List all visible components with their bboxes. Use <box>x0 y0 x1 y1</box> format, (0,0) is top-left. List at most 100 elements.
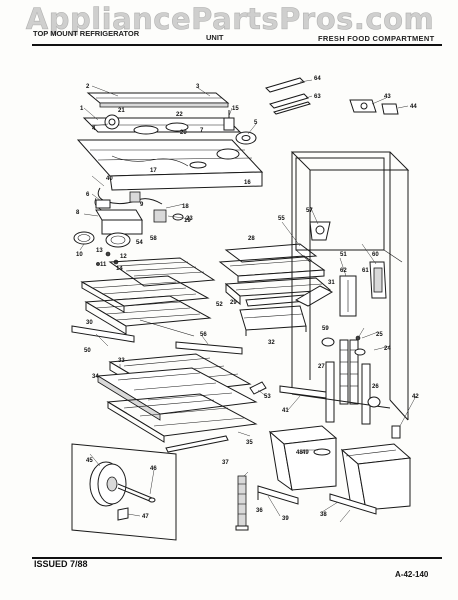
footer-rule <box>32 557 442 559</box>
callout-26: 26 <box>372 384 379 390</box>
caster-axle <box>117 483 156 503</box>
callout-58: 58 <box>150 236 157 242</box>
callout-45: 45 <box>86 458 93 464</box>
crisper-slide-rails <box>257 485 377 515</box>
callout-55: 55 <box>278 216 285 222</box>
leader-lines <box>79 79 417 523</box>
crisper-rail <box>165 435 229 453</box>
wire-shelf-lower <box>84 295 212 337</box>
callout-50: 50 <box>84 348 91 354</box>
callout-17: 17 <box>150 168 157 174</box>
callout-16: 16 <box>244 180 251 186</box>
top-trim-bar <box>86 92 230 108</box>
crisper-drawer-left <box>268 425 338 492</box>
callout-13: 13 <box>96 248 103 254</box>
hinge-bracket-set <box>349 99 399 115</box>
callout-10: 10 <box>76 252 83 258</box>
shelf-support-ladders <box>325 339 371 425</box>
drain-parts <box>321 335 401 439</box>
crisper-drawer-right <box>340 443 412 512</box>
callout-5: 5 <box>254 120 258 126</box>
top-cover-panel <box>82 117 242 133</box>
callout-48: 48 <box>296 450 303 456</box>
header-model-title: TOP MOUNT REFRIGERATOR <box>33 29 140 38</box>
watermark: AppliancePartsPros.com <box>25 2 435 37</box>
callout-15: 15 <box>232 106 239 112</box>
callout-4: 4 <box>92 126 96 132</box>
control-housing <box>76 122 264 191</box>
callout-62: 62 <box>340 268 347 274</box>
callout-53: 53 <box>264 394 271 400</box>
callout-60: 60 <box>372 252 379 258</box>
callout-61: 61 <box>362 268 369 274</box>
callout-33: 33 <box>118 358 125 364</box>
deflector-pieces <box>265 77 311 115</box>
header-rule <box>32 44 442 46</box>
damper-assembly <box>235 131 257 145</box>
callout-18: 18 <box>182 204 189 210</box>
callout-29: 29 <box>230 300 237 306</box>
callout-14: 14 <box>116 266 123 272</box>
callout-25: 25 <box>376 332 383 338</box>
callout-19: 19 <box>184 218 191 224</box>
callout-20: 20 <box>180 130 187 136</box>
page-code: A-42-140 <box>395 570 429 579</box>
glass-shelf-upper <box>218 243 326 283</box>
callout-36: 36 <box>256 508 263 514</box>
callout-64: 64 <box>314 76 321 82</box>
callout-34: 34 <box>92 374 99 380</box>
callout-39: 39 <box>282 516 289 522</box>
callout-1: 1 <box>80 106 84 112</box>
callout-32: 32 <box>268 340 275 346</box>
callout-9: 9 <box>140 202 144 208</box>
callout-51: 51 <box>340 252 347 258</box>
crisper-cover-glass <box>96 367 258 421</box>
header-section-title: FRESH FOOD COMPARTMENT <box>318 34 435 43</box>
light-switch <box>95 191 141 209</box>
crisper-support-frame <box>106 393 258 443</box>
shelf-bracket <box>294 285 334 307</box>
callout-8: 8 <box>76 210 80 216</box>
callout-41: 41 <box>282 408 289 414</box>
callout-52: 52 <box>216 302 223 308</box>
thermostat-knob <box>223 110 235 131</box>
callout-57: 57 <box>306 208 313 214</box>
callout-3: 3 <box>196 84 200 90</box>
rail-bracket-right <box>249 381 267 395</box>
electronic-control-box <box>95 209 184 235</box>
callout-21: 21 <box>118 108 125 114</box>
callout-11: 11 <box>100 262 107 268</box>
callout-31: 31 <box>328 280 335 286</box>
caster-wheel <box>89 461 127 507</box>
callout-labels: 1 2 3 4 5 6 7 8 9 10 11 12 13 14 15 16 1… <box>76 76 419 522</box>
callout-12: 12 <box>120 254 127 260</box>
shelf-trim-strip-left <box>71 325 135 343</box>
callout-7: 7 <box>200 128 204 134</box>
caster-inset-box <box>71 443 177 541</box>
callout-43: 43 <box>384 94 391 100</box>
callout-2: 2 <box>86 84 90 90</box>
callout-30: 30 <box>86 320 93 326</box>
fresh-food-liner <box>290 151 410 420</box>
callout-56: 56 <box>200 332 207 338</box>
callout-27: 27 <box>318 364 325 370</box>
callout-63: 63 <box>314 94 321 100</box>
small-fasteners <box>96 251 119 266</box>
callout-35: 35 <box>246 440 253 446</box>
callout-40: 40 <box>106 176 113 182</box>
light-socket <box>104 114 120 130</box>
callout-23: 23 <box>186 216 193 222</box>
callout-24: 24 <box>384 346 391 352</box>
callout-44: 44 <box>410 104 417 110</box>
callout-42: 42 <box>412 394 419 400</box>
callout-28: 28 <box>248 236 255 242</box>
callout-59: 59 <box>322 326 329 332</box>
callout-54: 54 <box>136 240 143 246</box>
caster-clip <box>117 507 129 521</box>
crisper-cover-trim <box>175 341 243 355</box>
liner-light-shield <box>309 221 331 241</box>
callout-37: 37 <box>222 460 229 466</box>
callout-46: 46 <box>150 466 157 472</box>
